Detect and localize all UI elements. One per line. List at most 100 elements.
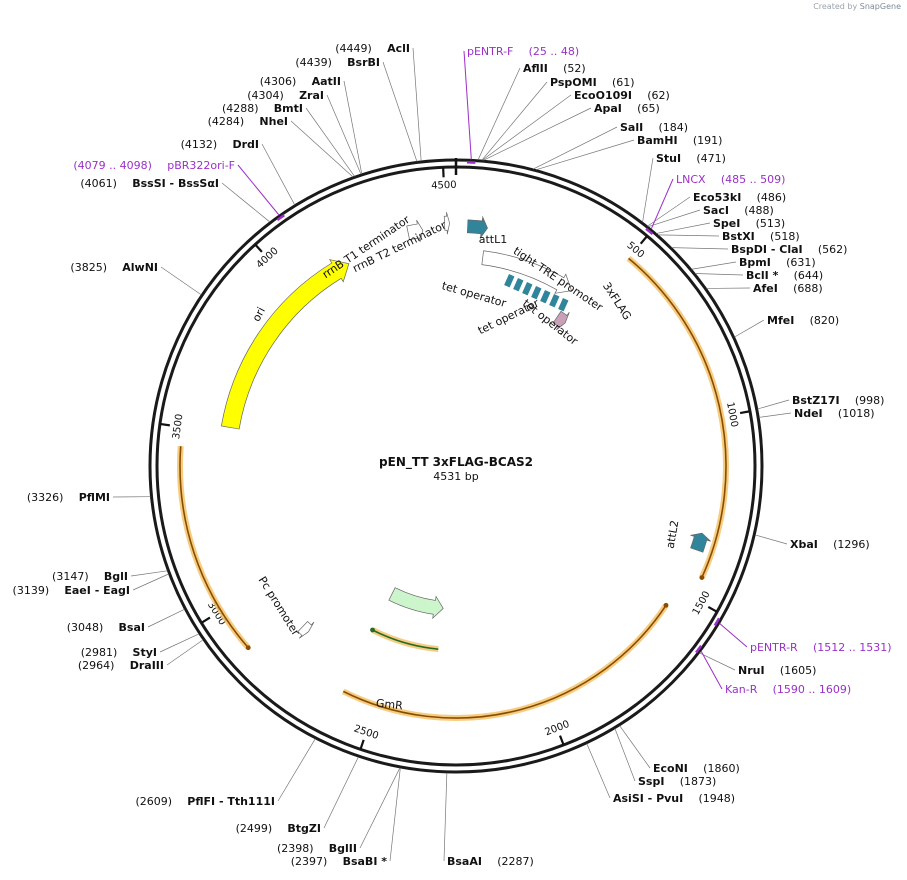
site-position: (4439) (295, 56, 332, 69)
enzyme-name: BssSI - BssSαI (132, 177, 219, 190)
orf-left-orf[interactable] (179, 446, 249, 649)
site-position: (562) (818, 243, 848, 256)
feature-rrnb-t2-terminator[interactable] (443, 212, 450, 235)
site-btgzi-leader (323, 756, 359, 829)
site-bcli-label[interactable]: BclI * (644) (746, 264, 823, 283)
tet-operator-block[interactable] (504, 274, 515, 288)
site-econi-label[interactable]: EcoNI (1860) (653, 757, 740, 776)
site-position: (4304) (247, 89, 284, 102)
site-zrai-label[interactable]: (4304) ZraI (247, 84, 324, 103)
site-aatii-label[interactable]: (4306) AatII (260, 70, 341, 89)
feature-attl2[interactable] (690, 532, 711, 553)
site-bamhi-label[interactable]: BamHI (191) (637, 129, 722, 148)
site-spei-label[interactable]: SpeI (513) (713, 212, 785, 231)
site-acli-label[interactable]: (4449) AclI (335, 37, 410, 56)
site-bsssi-bsss-i-label[interactable]: (4061) BssSI - BssSαI (80, 172, 219, 191)
site-pspomi-leader (481, 81, 548, 161)
site-sspi-label[interactable]: SspI (1873) (638, 770, 716, 789)
enzyme-name: BsaBI * (343, 855, 388, 868)
orf-bcas2-orf[interactable] (628, 257, 727, 578)
site-position: (1860) (703, 762, 740, 775)
site-ecoo109i-label[interactable]: EcoO109I (62) (574, 84, 670, 103)
site-stui-label[interactable]: StuI (471) (656, 147, 726, 166)
tick-label: 2500 (352, 723, 380, 742)
site-bsrbi-label[interactable]: (4439) BsrBI (295, 51, 380, 70)
site-position: (61) (612, 76, 635, 89)
site-draiii-label[interactable]: (2964) DraIII (78, 654, 164, 673)
site-nrui-label[interactable]: NruI (1605) (738, 659, 816, 678)
orf-gmr-orf[interactable] (372, 629, 439, 650)
tet-operator-block[interactable] (513, 278, 524, 292)
site-position: (471) (696, 152, 726, 165)
feature-label-gmr: GmR (375, 697, 403, 713)
site-styi-label[interactable]: (2981) StyI (81, 641, 157, 660)
site-bgli-label[interactable]: (3147) BglI (52, 565, 128, 584)
tet-operator-block[interactable] (531, 286, 542, 300)
site-alwni-label[interactable]: (3825) AlwNI (70, 256, 158, 275)
site-bpmi-label[interactable]: BpmI (631) (739, 251, 816, 270)
feature-label-tet-operator: tet operator (440, 279, 508, 310)
enzyme-name: AclI (387, 42, 410, 55)
site-mfei-label[interactable]: MfeI (820) (767, 309, 839, 328)
site-position: (4449) (335, 42, 372, 55)
site-ndei-label[interactable]: NdeI (1018) (794, 402, 874, 421)
site-bstz17i-label[interactable]: BstZ17I (998) (792, 389, 884, 408)
site-position: (2398) (277, 842, 314, 855)
primer-pentr-f-label[interactable]: pENTR-F (25 .. 48) (467, 40, 579, 59)
primer-kan-r-label[interactable]: Kan-R (1590 .. 1609) (725, 678, 851, 697)
site-nhei-label[interactable]: (4284) NheI (208, 110, 288, 129)
feature-ori[interactable] (220, 259, 350, 430)
tick-mark (159, 422, 171, 427)
feature-gmr[interactable] (388, 587, 444, 620)
site-saci-label[interactable]: SacI (488) (703, 199, 774, 218)
site-bmti-leader (305, 107, 355, 177)
tet-operator-block[interactable] (522, 281, 533, 296)
site-bspdi-clai-label[interactable]: BspDI - ClaI (562) (731, 238, 847, 257)
site-bstxi-label[interactable]: BstXI (518) (722, 225, 800, 244)
primer-lncx-label[interactable]: LNCX (485 .. 509) (676, 168, 785, 187)
tick-mark (707, 605, 718, 613)
tet-operator-block[interactable] (540, 290, 551, 304)
site-sali-label[interactable]: SalI (184) (620, 116, 688, 135)
site-pspomi-label[interactable]: PspOMI (61) (550, 71, 635, 90)
site-asisi-pvui-label[interactable]: AsiSI - PvuI (1948) (613, 787, 735, 806)
orf-lower-orf[interactable] (342, 604, 667, 719)
tet-operator-block[interactable] (558, 297, 569, 312)
site-bsai-label[interactable]: (3048) BsaI (67, 616, 145, 635)
site-aatii-leader (343, 80, 363, 174)
site-bspdi-clai-leader (671, 247, 729, 250)
site-bmti-label[interactable]: (4288) BmtI (222, 97, 303, 116)
site-position: (820) (810, 314, 840, 327)
feature-tight-tre-promoter[interactable] (481, 250, 572, 294)
feature-pc-promoter[interactable] (297, 621, 315, 639)
site-btgzi-label[interactable]: (2499) BtgZI (236, 817, 321, 836)
site-spei-leader (656, 222, 711, 234)
site-afei-label[interactable]: AfeI (688) (753, 277, 823, 296)
enzyme-name: SacI (703, 204, 729, 217)
feature-rrnb-t1-terminator[interactable] (406, 219, 424, 242)
primer-range: (25 .. 48) (529, 45, 580, 58)
primer-name: Kan-R (725, 683, 758, 696)
site-sali-leader (533, 126, 618, 170)
site-eco53ki-label[interactable]: Eco53kI (486) (693, 186, 786, 205)
tet-operator-block[interactable] (549, 293, 560, 308)
site-apai-leader (483, 107, 592, 161)
feature-3xflag[interactable] (552, 310, 570, 331)
site-xbai-label[interactable]: XbaI (1296) (790, 533, 870, 552)
site-eaei-eagi-label[interactable]: (3139) EaeI - EagI (13, 579, 130, 598)
site-bsaai-label[interactable]: BsaAI (2287) (447, 850, 534, 869)
feature-attl1[interactable] (466, 215, 488, 240)
tick-mark (359, 739, 365, 750)
primer-pbr322ori-f-label[interactable]: (4079 .. 4098) pBR322ori-F (73, 154, 235, 173)
site-pflfi-tth111i-label[interactable]: (2609) PflFI - Tth111I (135, 790, 275, 809)
site-bsabi-label[interactable]: (2397) BsaBI * (291, 850, 388, 869)
site-apai-label[interactable]: ApaI (65) (594, 97, 660, 116)
site-aflii-label[interactable]: AflII (52) (523, 57, 586, 76)
feature-label-attl1: attL1 (479, 233, 508, 246)
site-pflmi-label[interactable]: (3326) PflMI (27, 486, 110, 505)
site-bglii-label[interactable]: (2398) BglII (277, 837, 357, 856)
site-drdi-label[interactable]: (4132) DrdI (181, 133, 259, 152)
primer-pentr-r-label[interactable]: pENTR-R (1512 .. 1531) (750, 636, 892, 655)
